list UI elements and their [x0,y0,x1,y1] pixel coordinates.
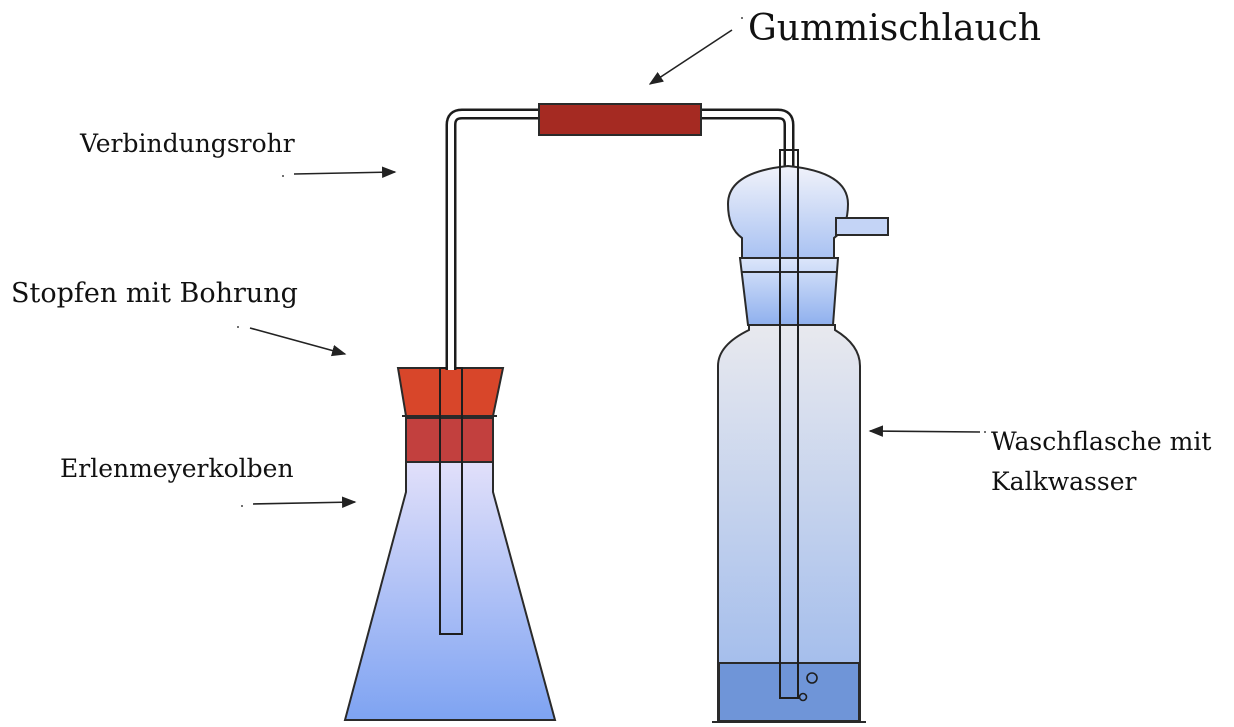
bottle-neck-joint [738,257,840,326]
stray-mark [241,505,243,507]
arrow-bottle [868,425,981,437]
stray-mark [282,175,284,177]
arrow-stopper [249,327,347,357]
label-erlenmeyerkolben: Erlenmeyerkolben [60,454,294,483]
arrow-flask [252,496,357,509]
flask-neck [405,417,494,463]
gas-washing-bottle [712,149,889,723]
label-stopfen: Stopfen mit Bohrung [11,278,298,309]
rubber-hose [538,103,702,136]
label-gummischlauch: Gummischlauch [748,8,1041,49]
gas-outlet [835,217,889,236]
stray-mark [741,17,743,19]
stray-mark [237,326,239,328]
gas-bubble [798,692,808,702]
bottle-head [726,164,850,259]
bottle-water-level [718,662,860,722]
erlenmeyer-flask [343,367,557,721]
connecting-tube [445,103,795,698]
arrow-hose [648,29,733,85]
flask-body [343,459,557,721]
bottle-inner-tube [779,149,799,699]
label-verbindungsrohr: Verbindungsrohr [79,129,295,158]
arrow-tube [293,166,397,179]
stopper-with-bore [396,367,505,417]
gas-bubble [806,672,818,684]
label-waschflasche-line2: Kalkwasser [991,467,1136,496]
label-waschflasche-line1: Waschflasche mit [991,427,1211,456]
stray-mark [984,431,986,433]
